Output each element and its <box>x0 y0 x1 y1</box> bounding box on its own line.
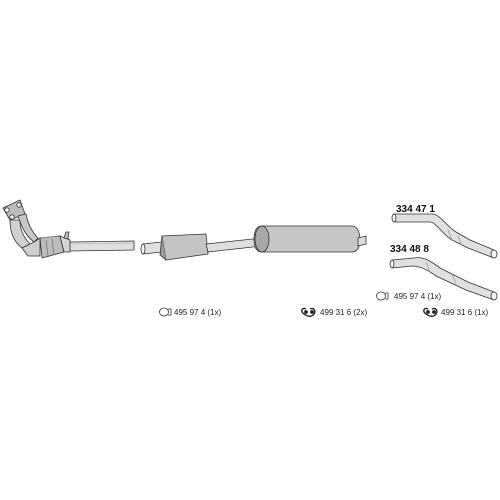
part-number-upper: 334 47 1 <box>396 204 435 215</box>
clamp-icon <box>159 307 172 317</box>
legend-item: 495 97 4 (1x) <box>159 307 221 317</box>
part-number-lower: 334 48 8 <box>390 244 429 255</box>
tailpipe-lower <box>389 257 498 301</box>
centre-silencer-body <box>161 233 209 261</box>
legend-text: 499 31 6 (1x) <box>441 308 488 317</box>
legend-item: 495 97 4 (1x) <box>376 291 441 301</box>
catalytic-converter-assembly <box>2 199 135 259</box>
centre-silencer-assembly <box>140 233 263 261</box>
legend-item: 499 31 6 (2x) <box>301 307 367 317</box>
hanger-icon <box>301 307 316 317</box>
legend-text: 499 31 6 (2x) <box>320 308 367 317</box>
legend-item: 499 31 6 (1x) <box>423 307 488 317</box>
legend-text: 495 97 4 (1x) <box>174 308 221 317</box>
clamp-icon <box>376 291 389 301</box>
tailpipe-upper <box>391 213 498 259</box>
legend-text: 495 97 4 (1x) <box>394 292 441 301</box>
rear-silencer-body <box>253 225 361 253</box>
hanger-icon <box>423 307 438 317</box>
front-pipe <box>69 240 135 252</box>
rear-silencer-assembly <box>253 225 367 253</box>
